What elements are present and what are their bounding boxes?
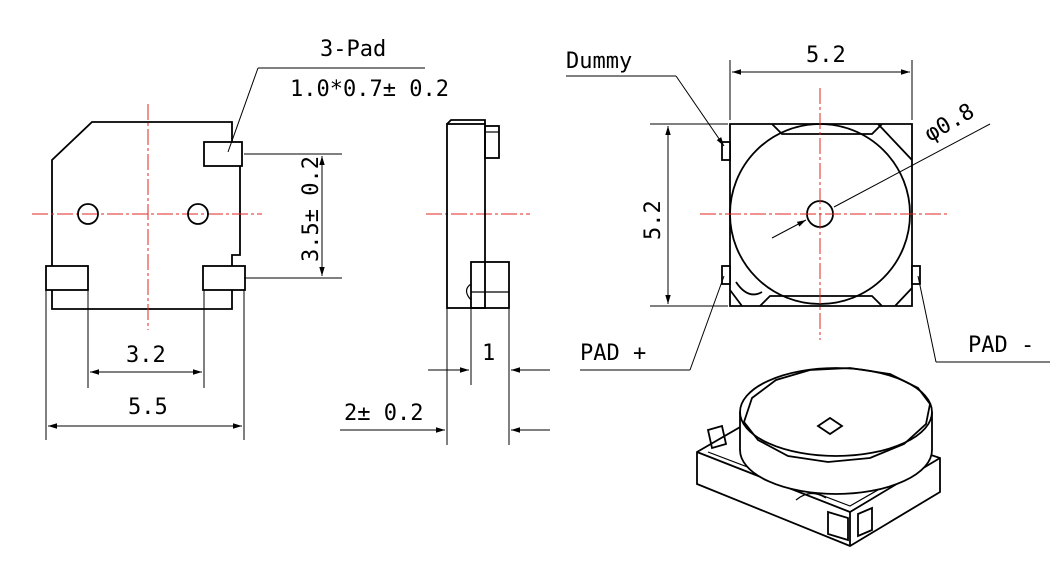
pad-gap-label: 3.2	[126, 343, 166, 368]
pad-pitch-label: 3.5± 0.2	[299, 156, 324, 262]
body-width-label: 5.5	[128, 395, 168, 420]
top-view: 5.2 5.2 φ0.8 Dummy PAD + PAD -	[566, 43, 1050, 371]
side-view: 1 2± 0.2	[340, 119, 550, 445]
dummy-label: Dummy	[566, 49, 632, 74]
pad-minus-label: PAD -	[968, 333, 1034, 358]
pad-plus-label: PAD +	[580, 341, 646, 366]
thickness-total-label: 2± 0.2	[344, 401, 423, 426]
top-height-label: 5.2	[641, 200, 666, 240]
pad-bottom-left	[45, 265, 89, 291]
thickness-height-label: 1	[482, 341, 495, 366]
pad-bottom-right	[202, 265, 246, 291]
pad-top	[203, 141, 243, 167]
bottom-view: 3-Pad 1.0*0.7± 0.2 3.5± 0.2 3.2 5.5	[32, 37, 449, 440]
pad-count-label: 3-Pad	[320, 37, 386, 62]
isometric-view	[696, 367, 941, 548]
hole-diameter-label: φ0.8	[921, 99, 979, 147]
pad-size-label: 1.0*0.7± 0.2	[290, 77, 449, 102]
top-width-label: 5.2	[806, 43, 846, 68]
